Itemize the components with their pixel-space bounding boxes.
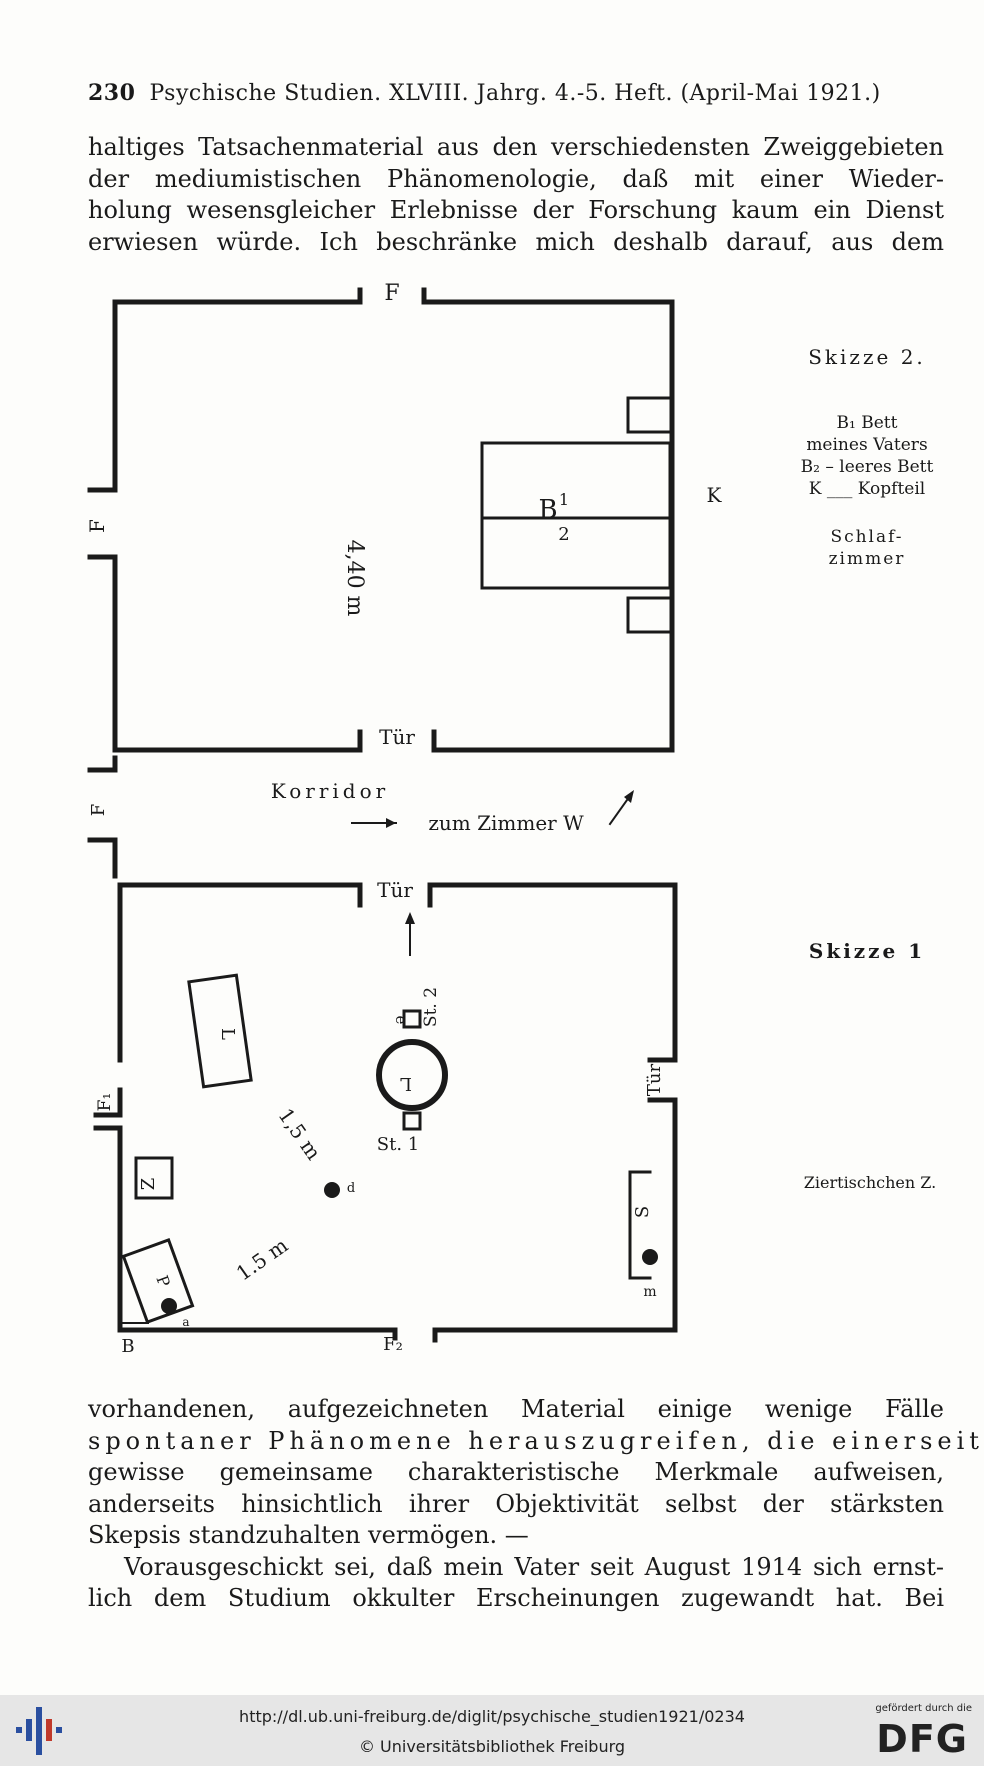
- bedroom-wall-left-lower: [87, 554, 363, 753]
- position-a: [161, 1298, 177, 1314]
- text-line: spontaner Phänomene herauszugreifen, die…: [88, 1426, 984, 1455]
- label-B: B: [121, 1336, 134, 1357]
- page-number: 230: [88, 80, 136, 106]
- position-m: [642, 1249, 658, 1265]
- dfg-note: gefördert durch die: [875, 1703, 972, 1714]
- label-bed-2: 2: [558, 524, 569, 545]
- room-wall-top-right: [427, 882, 678, 1063]
- table-Z: [134, 1156, 174, 1200]
- footer-bar: http://dl.ub.uni-freiburg.de/diglit/psyc…: [0, 1695, 984, 1766]
- room-wall-left-lower: [93, 1125, 398, 1341]
- dimension-label-2: 1.5 m: [232, 1233, 293, 1285]
- text-line: anderseits hinsichtlich ihrer Objektivit…: [88, 1489, 944, 1518]
- legend-line: B₁ Bett: [836, 413, 898, 433]
- sketch2-title: Skizze 2.: [808, 345, 926, 369]
- sketch2-room-label: Schlaf- zimmer: [792, 526, 942, 570]
- label-st2: St. 2: [421, 987, 441, 1027]
- round-table: [376, 1039, 448, 1111]
- room-line: zimmer: [828, 549, 906, 569]
- label-m: m: [643, 1284, 656, 1300]
- dfg-logo: DFG: [876, 1717, 968, 1761]
- text-line: holung wesensgleicher Erlebnisse der For…: [88, 196, 944, 224]
- text-line: gewisse gemeinsame charakteristische Mer…: [88, 1458, 944, 1486]
- label-S: S: [632, 1206, 653, 1218]
- label-sofa-L: L: [217, 1028, 238, 1040]
- chair-st2: [402, 1009, 422, 1029]
- label-P: P: [152, 1273, 174, 1290]
- room-line: Schlaf-: [830, 527, 904, 547]
- label-door-right: Tür: [644, 1064, 665, 1097]
- library-logo-icon: [16, 1707, 62, 1755]
- sketch1-note: Ziertischchen Z.: [803, 1173, 937, 1192]
- label-bed-B: B: [538, 495, 557, 525]
- label-dimension: 4,40 m: [342, 540, 367, 617]
- source-url-link[interactable]: http://dl.ub.uni-freiburg.de/diglit/psyc…: [239, 1707, 745, 1726]
- headboard-bottom: [626, 596, 672, 634]
- medium-position-d: [324, 1182, 340, 1198]
- room-wall-top-left: [117, 882, 363, 1063]
- label-K: K: [707, 483, 723, 507]
- dimension-label-1: 1,5 m: [274, 1104, 326, 1165]
- legend-line: K ___ Kopfteil: [808, 479, 926, 499]
- text-line: der mediumistischen Phänomenologie, daß …: [88, 164, 944, 193]
- label-door-bedroom: Tür: [379, 725, 415, 749]
- bedroom-wall-top-left: [87, 287, 363, 493]
- room-wall-left-middle: [93, 1087, 123, 1118]
- label-corridor: Korridor: [271, 779, 389, 803]
- bed-outline: [480, 441, 672, 590]
- label-F-left: F: [85, 519, 109, 533]
- cabinet-S: [628, 1170, 652, 1280]
- text-line: haltiges Tatsachenmaterial aus den versc…: [88, 133, 944, 161]
- label-F2: F₂: [383, 1334, 403, 1355]
- running-header: 230 Psychische Studien. XLVIII. Jahrg. 4.…: [88, 80, 946, 106]
- text-line: erwiesen würde. Ich beschränke mich desh…: [88, 227, 944, 256]
- headboard-top: [626, 396, 672, 434]
- label-e: e: [392, 1016, 410, 1025]
- paragraph-bottom: vorhandenen, aufgezeichneten Material ei…: [88, 1394, 984, 1615]
- label-F-top: F: [384, 281, 399, 306]
- label-direction: zum Zimmer W: [428, 811, 584, 835]
- corridor-wall-left-upper: [87, 755, 118, 773]
- running-title: Psychische Studien. XLVIII. Jahrg. 4.-5.…: [149, 81, 881, 106]
- floor-plan-diagram: F F 4,40 m B 1 2 K Tür Korridor zum Zimm…: [85, 281, 723, 1357]
- label-table-L: L: [400, 1073, 412, 1094]
- label-bed-1: 1: [559, 490, 569, 509]
- paragraph-top: haltiges Tatsachenmaterial aus den versc…: [88, 132, 944, 258]
- label-st1: St. 1: [377, 1134, 419, 1155]
- scanned-page: 230 Psychische Studien. XLVIII. Jahrg. 4.…: [85, 80, 984, 1615]
- label-Z: Z: [138, 1178, 159, 1191]
- text-line: lich dem Studium okkulter Erscheinungen …: [88, 1584, 944, 1612]
- bedroom-wall-top-right: [421, 287, 675, 753]
- sketch1-title: Skizze 1: [808, 939, 926, 963]
- label-a: a: [182, 1315, 189, 1329]
- label-door-room: Tür: [377, 878, 413, 902]
- text-line: vorhandenen, aufgezeichneten Material ei…: [88, 1395, 944, 1423]
- chair-st1: [402, 1111, 422, 1131]
- text-line: Skepsis standzuhalten vermögen. —: [88, 1521, 529, 1549]
- room-wall-right-lower: [432, 1097, 678, 1343]
- sofa-L: [187, 973, 253, 1089]
- legend-line: meines Vaters: [806, 435, 928, 455]
- label-F-corridor: F: [88, 804, 109, 817]
- corridor-wall-left-lower: [87, 837, 118, 879]
- copyright-text: © Universitätsbibliothek Freiburg: [358, 1737, 626, 1756]
- sketch2-legend: B₁ Bett meines Vaters B₂ – leeres Bett K…: [784, 412, 950, 500]
- label-F1: F₁: [95, 1093, 115, 1112]
- legend-line: B₂ – leeres Bett: [800, 457, 934, 477]
- text-line: Vorausgeschickt sei, daß mein Vater seit…: [124, 1552, 944, 1581]
- label-d: d: [347, 1181, 355, 1196]
